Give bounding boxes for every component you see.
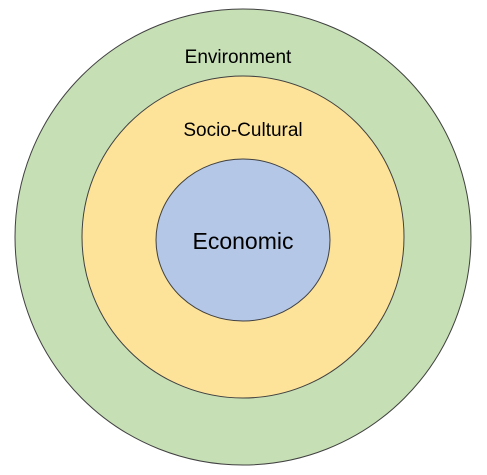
- socio-cultural-label: Socio-Cultural: [183, 120, 302, 141]
- economic-label: Economic: [193, 228, 294, 254]
- environment-label: Environment: [185, 47, 292, 68]
- economic-circle: [155, 158, 331, 322]
